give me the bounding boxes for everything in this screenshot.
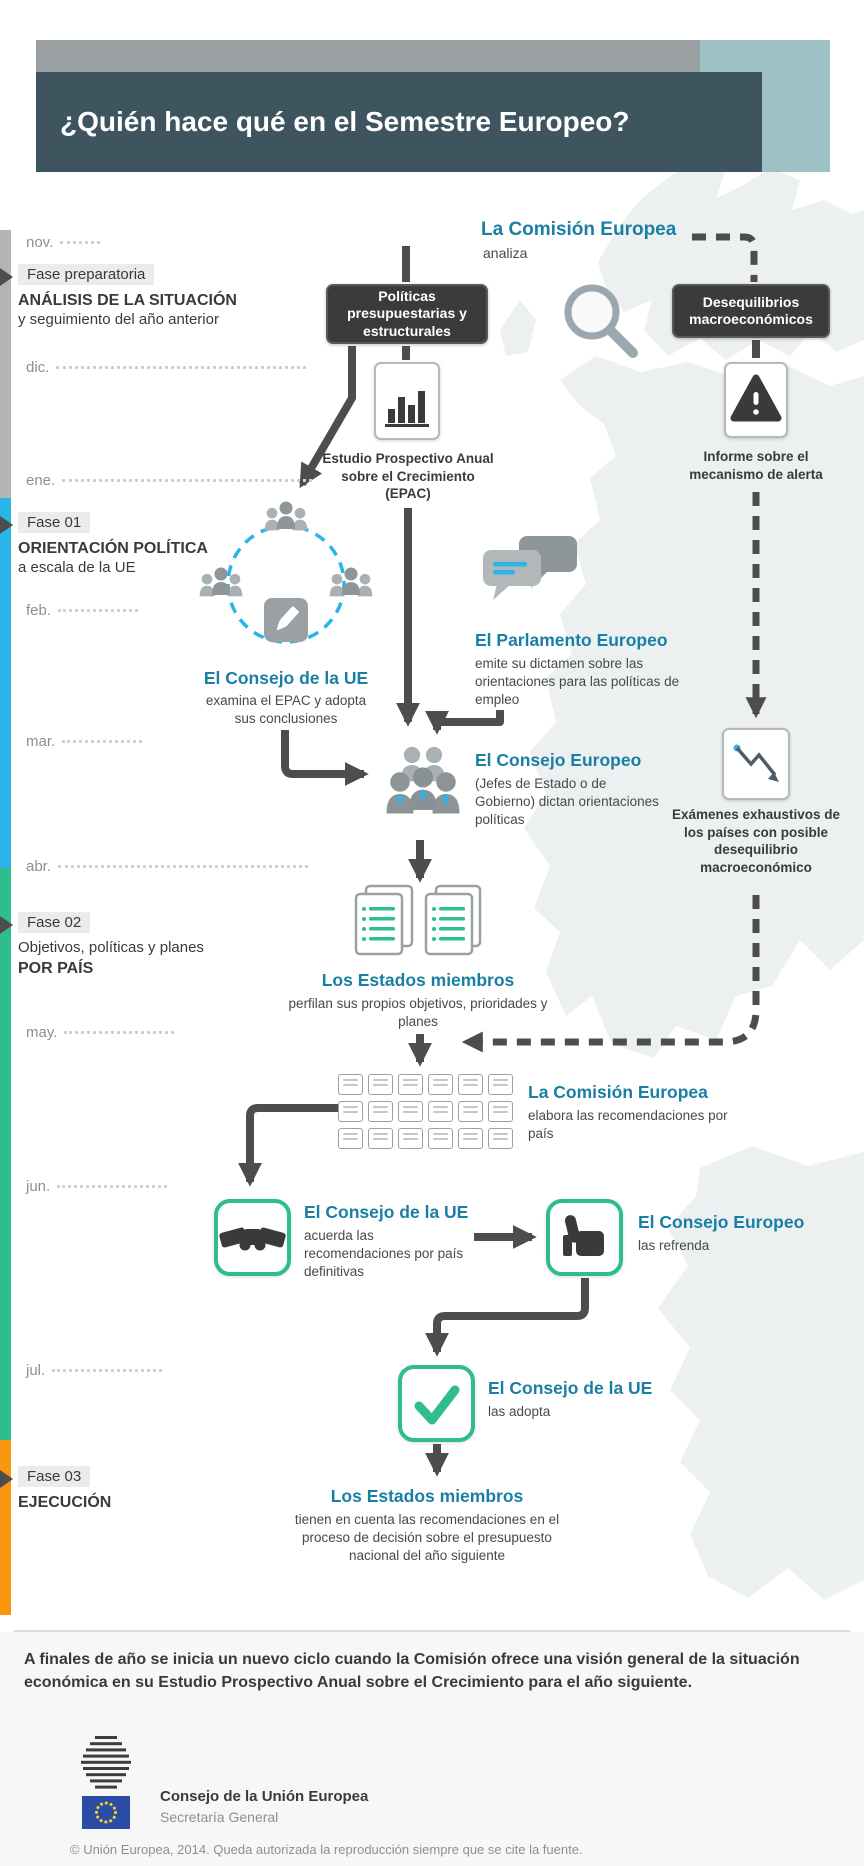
european-council-2-title: El Consejo Europeo [638, 1212, 805, 1232]
page-title: ¿Quién hace qué en el Semestre Europeo? [60, 106, 630, 137]
footer-org-sub: Secretaría General [160, 1809, 279, 1825]
phase-chevron-icon [0, 516, 13, 534]
phase-label-1: Fase 01 [18, 512, 91, 533]
council-eu-3-title: El Consejo de la UE [488, 1378, 653, 1398]
timeline-month-ene: ene. [26, 472, 313, 489]
member-states-1-text: perfilan sus propios objetivos, priorida… [288, 996, 548, 1029]
member-states-2-title: Los Estados miembros [330, 1486, 524, 1506]
speech-bubbles-icon [483, 536, 577, 600]
footer-copyright: © Unión Europea, 2014. Queda autorizada … [70, 1842, 583, 1857]
footer-band [0, 1632, 864, 1866]
council-lines-logo [81, 1736, 131, 1829]
timeline-month-feb: feb. [26, 602, 139, 619]
budget-policies-box: Políticas presupuestarias y estructurale… [326, 284, 488, 344]
commission-top-title: La Comisión Europea [481, 219, 677, 240]
phase-label-preparatory: Fase preparatoria [18, 264, 155, 285]
arrow-thumbs-to-check [425, 1278, 589, 1357]
adopt-box [398, 1365, 475, 1442]
council-eu-2-title: El Consejo de la UE [304, 1202, 469, 1222]
epac-iconbox [374, 362, 440, 440]
council-eu-3-text: las adopta [488, 1404, 551, 1419]
commission-2-text: elabora las recomendaciones por país [528, 1108, 728, 1141]
timeline-month-mar: mar. [26, 733, 143, 750]
phase-bar-3 [0, 1440, 11, 1615]
timeline-month-nov: nov. [26, 234, 101, 251]
arrow-grid-to-handshake [238, 1104, 338, 1187]
phase-subtitle-preparatory: y seguimiento del año anterior [18, 311, 219, 328]
council-eu-1-title: El Consejo de la UE [203, 668, 369, 688]
arrow-council-to-european-council [281, 730, 369, 786]
member-states-2-text: tienen en cuenta las recomendaciones en … [294, 1512, 560, 1563]
phase-title-2: POR PAÍS [18, 960, 94, 977]
phase-label-3: Fase 03 [18, 1466, 91, 1487]
phase-bar-preparatory [0, 230, 11, 498]
council-roundtable-icon [195, 498, 377, 644]
parliament-text: emite su dictamen sobre las orientacione… [475, 656, 680, 707]
phase-subtitle-2: Objetivos, políticas y planes [18, 939, 204, 956]
bar-chart-icon [385, 391, 429, 427]
footer-note: A finales de año se inicia un nuevo cicl… [24, 1651, 800, 1692]
header-gray-bar [36, 40, 700, 72]
macro-imbalances-box: Desequilibrios macroeconómicos [672, 284, 830, 338]
header-title-box: ¿Quién hace qué en el Semestre Europeo? [36, 72, 762, 172]
reviews-caption: Exámenes exhaustivos de los países con p… [671, 807, 841, 875]
european-council-2-text: las refrenda [638, 1238, 710, 1253]
timeline-month-jul: jul. [26, 1362, 163, 1379]
declining-chart-document-icon [733, 744, 779, 782]
arrow-epac-to-council-circle [298, 346, 356, 489]
arrow-parliament-to-european-council [425, 710, 504, 735]
timeline-month-dic: dic. [26, 359, 307, 376]
parliament-title: El Parlamento Europeo [475, 630, 668, 650]
epac-caption: Estudio Prospectivo Anual sobre el Creci… [322, 451, 494, 502]
alert-triangle-icon [730, 374, 782, 422]
member-states-1-title: Los Estados miembros [321, 970, 515, 990]
stacked-documents-icon [354, 884, 482, 956]
handshake-box [214, 1199, 291, 1276]
commission-top-subtitle: analiza [483, 245, 528, 261]
endorse-box [546, 1199, 623, 1276]
footer-divider [14, 1630, 850, 1632]
thumbs-up-icon [563, 1215, 604, 1256]
phase-label-2: Fase 02 [18, 912, 91, 933]
alert-iconbox [724, 362, 788, 438]
phase-chevron-icon [0, 916, 13, 934]
checkmark-icon [414, 1385, 460, 1425]
phase-title-3: EJECUCIÓN [18, 1494, 112, 1511]
dashed-commission-to-macro [692, 233, 758, 282]
magnifier-icon [564, 284, 638, 358]
phase-title-1: ORIENTACIÓN POLÍTICA [18, 540, 208, 557]
alert-caption: Informe sobre el mecanismo de alerta [689, 449, 823, 482]
phase-chevron-icon [0, 268, 13, 286]
european-council-1-text: (Jefes de Estado o de Gobierno) dictan o… [475, 776, 659, 827]
phase-chevron-icon [0, 1470, 13, 1488]
timeline-month-may: may. [26, 1024, 175, 1041]
eu-flag-icon [82, 1796, 130, 1829]
council-eu-2-text: acuerda las recomendaciones por país def… [304, 1228, 464, 1279]
european-council-1-title: El Consejo Europeo [475, 750, 642, 770]
council-eu-1-text: examina el EPAC y adopta sus conclusione… [205, 693, 367, 726]
footer-org-name: Consejo de la Unión Europea [160, 1788, 369, 1805]
phase-subtitle-1: a escala de la UE [18, 559, 136, 576]
commission-2-title: La Comisión Europea [528, 1082, 708, 1102]
timeline-month-jun: jun. [26, 1178, 168, 1195]
leaders-group-icon [386, 746, 460, 814]
timeline-month-abr: abr. [26, 858, 309, 875]
phase-title-preparatory: ANÁLISIS DE LA SITUACIÓN [18, 292, 237, 309]
country-recommendations-grid-icon [338, 1074, 513, 1155]
phase-bar-1 [0, 498, 11, 868]
phase-bar-2 [0, 868, 11, 1440]
handshake-icon [219, 1227, 286, 1251]
reviews-iconbox [722, 728, 790, 800]
